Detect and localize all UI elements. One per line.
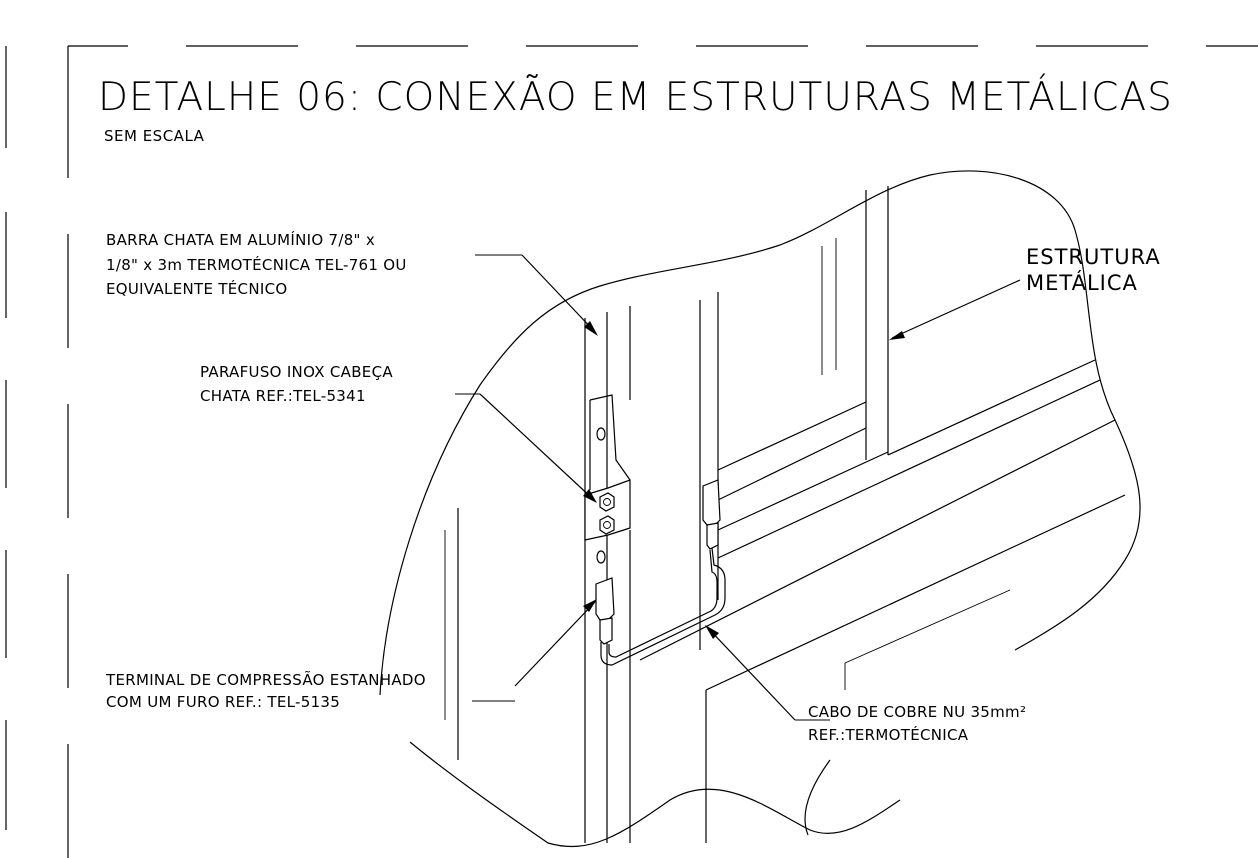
label-terminal: TERMINAL DE COMPRESSÃO ESTANHADO COM UM … (105, 670, 426, 711)
svg-text:PARAFUSO INOX CABEÇA: PARAFUSO INOX CABEÇA (200, 363, 393, 381)
copper-cable (600, 547, 726, 666)
svg-text:REF.:TERMOTÉCNICA: REF.:TERMOTÉCNICA (808, 725, 969, 744)
svg-text:TERMINAL DE COMPRESSÃO ESTANH: TERMINAL DE COMPRESSÃO ESTANHADO (105, 670, 426, 689)
svg-text:COM UM FURO REF.: TEL-5135: COM UM FURO REF.: TEL-5135 (106, 693, 340, 711)
svg-text:CHATA REF.:TEL-5341: CHATA REF.:TEL-5341 (200, 387, 366, 405)
break-outline (379, 170, 1141, 848)
page-title: DETALHE 06: CONEXÃO EM ESTRUTURAS METÁLI… (98, 73, 1173, 120)
bolt-upper (599, 492, 615, 512)
steel-structure (444, 186, 1126, 843)
svg-text:1/8" x 3m TERMOTÉCNICA TEL-761: 1/8" x 3m TERMOTÉCNICA TEL-761 OU (106, 255, 407, 274)
label-cabo: CABO DE COBRE NU 35mm² REF.:TERMOTÉCNICA (808, 703, 1026, 744)
leader-lines (455, 254, 1021, 721)
svg-text:CABO DE COBRE NU 35mm²: CABO DE COBRE NU 35mm² (808, 703, 1026, 721)
svg-text:BARRA CHATA EM ALUMÍNIO 7/8" x: BARRA CHATA EM ALUMÍNIO 7/8" x (106, 230, 375, 249)
scale-note: SEM ESCALA (104, 127, 205, 145)
label-barra: BARRA CHATA EM ALUMÍNIO 7/8" x 1/8" x 3m… (106, 230, 407, 298)
svg-text:METÁLICA: METÁLICA (1026, 270, 1138, 295)
label-estrutura: ESTRUTURA METÁLICA (1026, 245, 1161, 295)
bolt-lower (599, 515, 615, 535)
detail-frame (67, 45, 1258, 858)
terminals (595, 479, 721, 645)
label-parafuso: PARAFUSO INOX CABEÇA CHATA REF.:TEL-5341 (200, 363, 393, 405)
svg-text:ESTRUTURA: ESTRUTURA (1026, 245, 1161, 269)
svg-text:EQUIVALENTE TÉCNICO: EQUIVALENTE TÉCNICO (106, 279, 287, 298)
